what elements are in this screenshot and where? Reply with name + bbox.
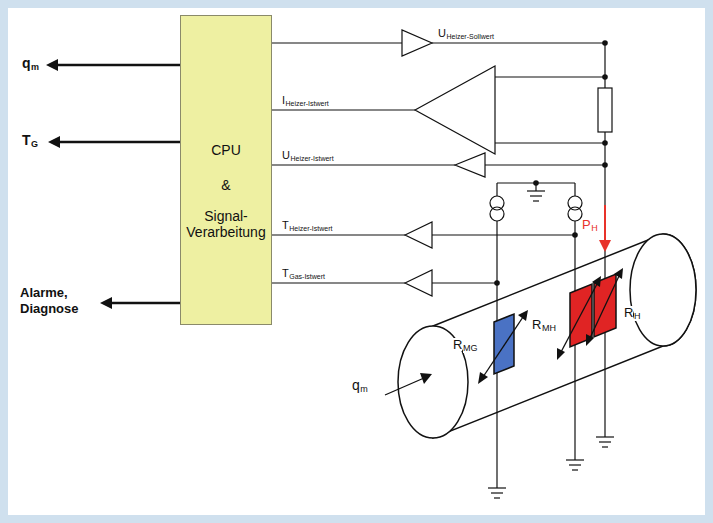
resistor-label: R: [532, 318, 541, 331]
subscript: H: [591, 224, 598, 233]
output-signal: Alarme, Diagnose: [20, 285, 92, 318]
wires: [272, 43, 614, 498]
subscript: MH: [542, 324, 556, 333]
resistor-label: R: [453, 338, 462, 351]
output-arrows: [46, 59, 180, 309]
amplifier-symbols: [402, 30, 495, 296]
subscript: MG: [463, 344, 478, 353]
box-text: Signal-Verarbeitung: [184, 208, 268, 242]
box-text: CPU: [211, 142, 241, 159]
junction-dots: [494, 40, 608, 286]
subscript: Heizer-Istwert: [290, 155, 333, 162]
resistor-label: R: [624, 306, 633, 319]
sensor-elements: [494, 274, 616, 374]
subscript: m: [31, 63, 39, 72]
subscript: Gas-Istwert: [289, 273, 325, 280]
subscript: Heizer-Sollwert: [446, 33, 493, 40]
signal-name: U: [282, 150, 290, 161]
pipe: [398, 234, 696, 438]
subscript: Heizer-Istwert: [286, 100, 329, 107]
flow-and-sensor-arrows: [385, 268, 623, 395]
output-signal: q: [22, 56, 31, 70]
subscript: m: [360, 385, 368, 394]
signal-name: T: [282, 268, 289, 279]
signal-name: U: [438, 28, 446, 39]
output-signal: T: [22, 133, 31, 147]
power-arrow: [599, 205, 611, 252]
power-label: P: [582, 218, 591, 231]
cpu-box: CPU & Signal-Verarbeitung: [180, 15, 272, 325]
flow-label: q: [352, 378, 360, 392]
subscript: H: [634, 312, 641, 321]
subscript: Heizer-Istwert: [289, 225, 332, 232]
box-text: &: [221, 177, 230, 194]
signal-name: T: [282, 220, 289, 231]
subscript: G: [31, 140, 38, 149]
